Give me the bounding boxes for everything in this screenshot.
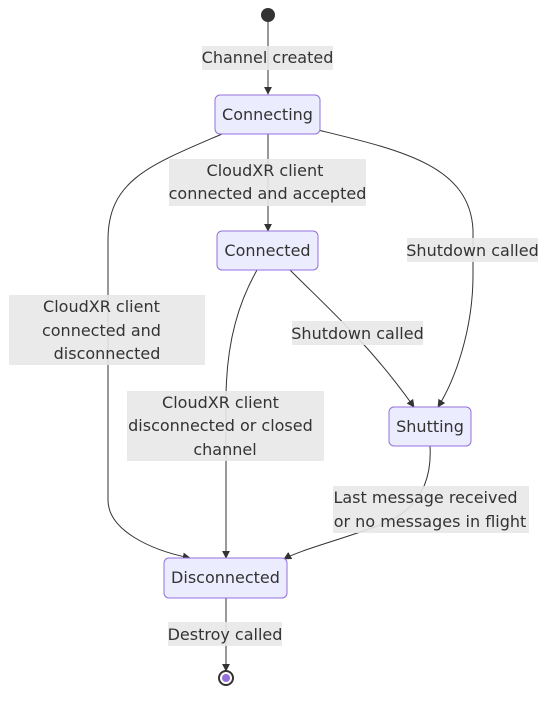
- label-disconnected-or-closed: CloudXR client disconnected or closed ch…: [127, 391, 324, 461]
- edge-connecting-to-disconnected: [107, 133, 223, 561]
- state-shutting-label: Shutting: [396, 417, 464, 436]
- state-connecting: Connecting: [214, 94, 321, 135]
- label-channel-created-line-1: Channel created: [202, 48, 334, 67]
- svg-text:Shutdown called: Shutdown called: [291, 324, 423, 343]
- label-last-message-line-2: or no messages in flight: [334, 512, 527, 531]
- label-connected-and-disconnected-line-1: CloudXR client: [43, 297, 160, 316]
- label-client-connected-accepted-line-2: connected and accepted: [169, 184, 367, 203]
- label-disconnected-or-closed-line-3: channel: [193, 440, 256, 459]
- label-connected-and-disconnected-line-2: connected and: [42, 321, 161, 340]
- state-connected: Connected: [216, 230, 319, 271]
- svg-text:Channel created: Channel created: [202, 48, 334, 67]
- label-shutdown-from-connected: Shutdown called: [291, 321, 424, 345]
- start-marker: [261, 8, 275, 22]
- state-shutting: Shutting: [388, 406, 472, 447]
- label-disconnected-or-closed-line-1: CloudXR client: [162, 393, 279, 412]
- svg-text:CloudXR client connected: CloudXR client connected and disconnecte…: [42, 297, 166, 363]
- label-client-connected-accepted-line-1: CloudXR client: [207, 161, 324, 180]
- label-shutdown-from-connected-line-1: Shutdown called: [291, 324, 423, 343]
- label-destroy-called: Destroy called: [168, 622, 283, 646]
- label-shutdown-from-connecting-line-1: Shutdown called: [406, 241, 538, 260]
- edge-connecting-to-shutting: [317, 129, 474, 408]
- state-connecting-label: Connecting: [222, 105, 313, 124]
- label-client-connected-accepted: CloudXR client connected and accepted: [169, 159, 367, 206]
- end-marker: [218, 670, 234, 686]
- svg-text:Last message received or: Last message received or no messages in …: [333, 488, 526, 531]
- state-disconnected-label: Disconnected: [171, 568, 280, 587]
- label-channel-created: Channel created: [202, 46, 334, 70]
- svg-text:Destroy called: Destroy called: [168, 625, 283, 644]
- state-connected-label: Connected: [224, 241, 310, 260]
- label-destroy-called-line-1: Destroy called: [168, 625, 283, 644]
- state-disconnected: Disconnected: [163, 557, 288, 599]
- svg-text:CloudXR client connected: CloudXR client connected and accepted: [169, 161, 367, 203]
- label-connected-and-disconnected-line-3: disconnected: [54, 344, 161, 363]
- label-disconnected-or-closed-line-2: disconnected or closed: [128, 416, 313, 435]
- label-shutdown-from-connecting: Shutdown called: [406, 238, 539, 262]
- svg-text:CloudXR client disconnec: CloudXR client disconnected or closed ch…: [128, 393, 318, 459]
- label-connected-and-disconnected: CloudXR client connected and disconnecte…: [9, 295, 205, 365]
- label-last-message: Last message received or no messages in …: [333, 486, 529, 533]
- svg-text:Shutdown called: Shutdown called: [406, 241, 538, 260]
- label-last-message-line-1: Last message received: [333, 488, 517, 507]
